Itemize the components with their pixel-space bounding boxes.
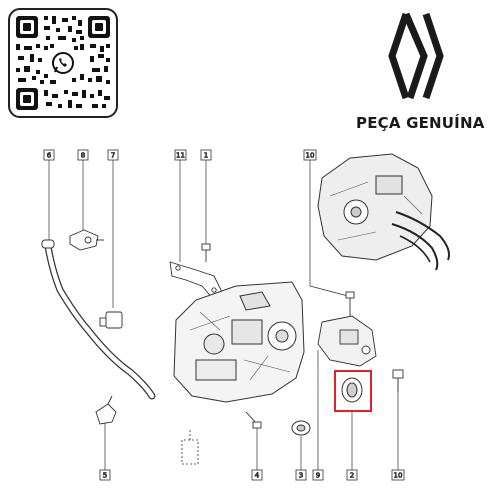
svg-text:8: 8 xyxy=(81,152,85,160)
callout-8: 8 xyxy=(77,149,89,161)
svg-text:4: 4 xyxy=(255,472,260,480)
coolant-hose xyxy=(41,239,156,400)
bolt-4 xyxy=(245,411,262,429)
whatsapp-icon xyxy=(50,50,76,76)
hose-clip xyxy=(99,311,123,329)
qr-code[interactable] xyxy=(8,8,118,118)
callout-7: 7 xyxy=(107,149,119,161)
svg-text:10: 10 xyxy=(394,472,403,480)
callout-5: 5 xyxy=(99,469,111,481)
temperature-sensor xyxy=(95,395,117,425)
stud-bolt xyxy=(181,430,199,465)
svg-text:7: 7 xyxy=(111,152,115,160)
callout-6: 6 xyxy=(43,149,55,161)
svg-text:9: 9 xyxy=(316,472,320,480)
callout-10-top: 10 xyxy=(303,149,317,161)
qr-code-icon xyxy=(16,16,110,110)
svg-text:2: 2 xyxy=(350,472,354,480)
callout-boxes: 6 8 7 11 1 10 9 5 4 3 2 10 xyxy=(43,149,405,481)
oil-seal xyxy=(341,377,363,403)
leader-lines xyxy=(48,160,399,470)
sensor-part xyxy=(69,229,104,251)
renault-logo-icon xyxy=(388,10,444,102)
svg-text:11: 11 xyxy=(176,152,185,160)
svg-text:3: 3 xyxy=(299,472,303,480)
callout-3: 3 xyxy=(295,469,307,481)
svg-text:10: 10 xyxy=(306,152,315,160)
brand-label: PEÇA GENUÍNA xyxy=(356,114,485,132)
svg-text:5: 5 xyxy=(103,472,107,480)
bolt-10-bottom xyxy=(392,369,404,392)
svg-text:6: 6 xyxy=(47,152,52,160)
svg-text:1: 1 xyxy=(204,152,208,160)
callout-1: 1 xyxy=(200,149,212,161)
bolt-1 xyxy=(201,243,211,262)
callout-11: 11 xyxy=(174,149,187,161)
callout-2: 2 xyxy=(346,469,358,481)
engine-block xyxy=(173,281,305,403)
transmission-assembly xyxy=(317,153,450,271)
seal-ring xyxy=(291,420,311,436)
highlight-box xyxy=(334,370,372,412)
callout-9: 9 xyxy=(312,469,324,481)
callout-4: 4 xyxy=(251,469,263,481)
callout-10-bottom: 10 xyxy=(391,469,405,481)
pump-bracket xyxy=(317,315,377,367)
bolt-10-top xyxy=(345,291,355,316)
